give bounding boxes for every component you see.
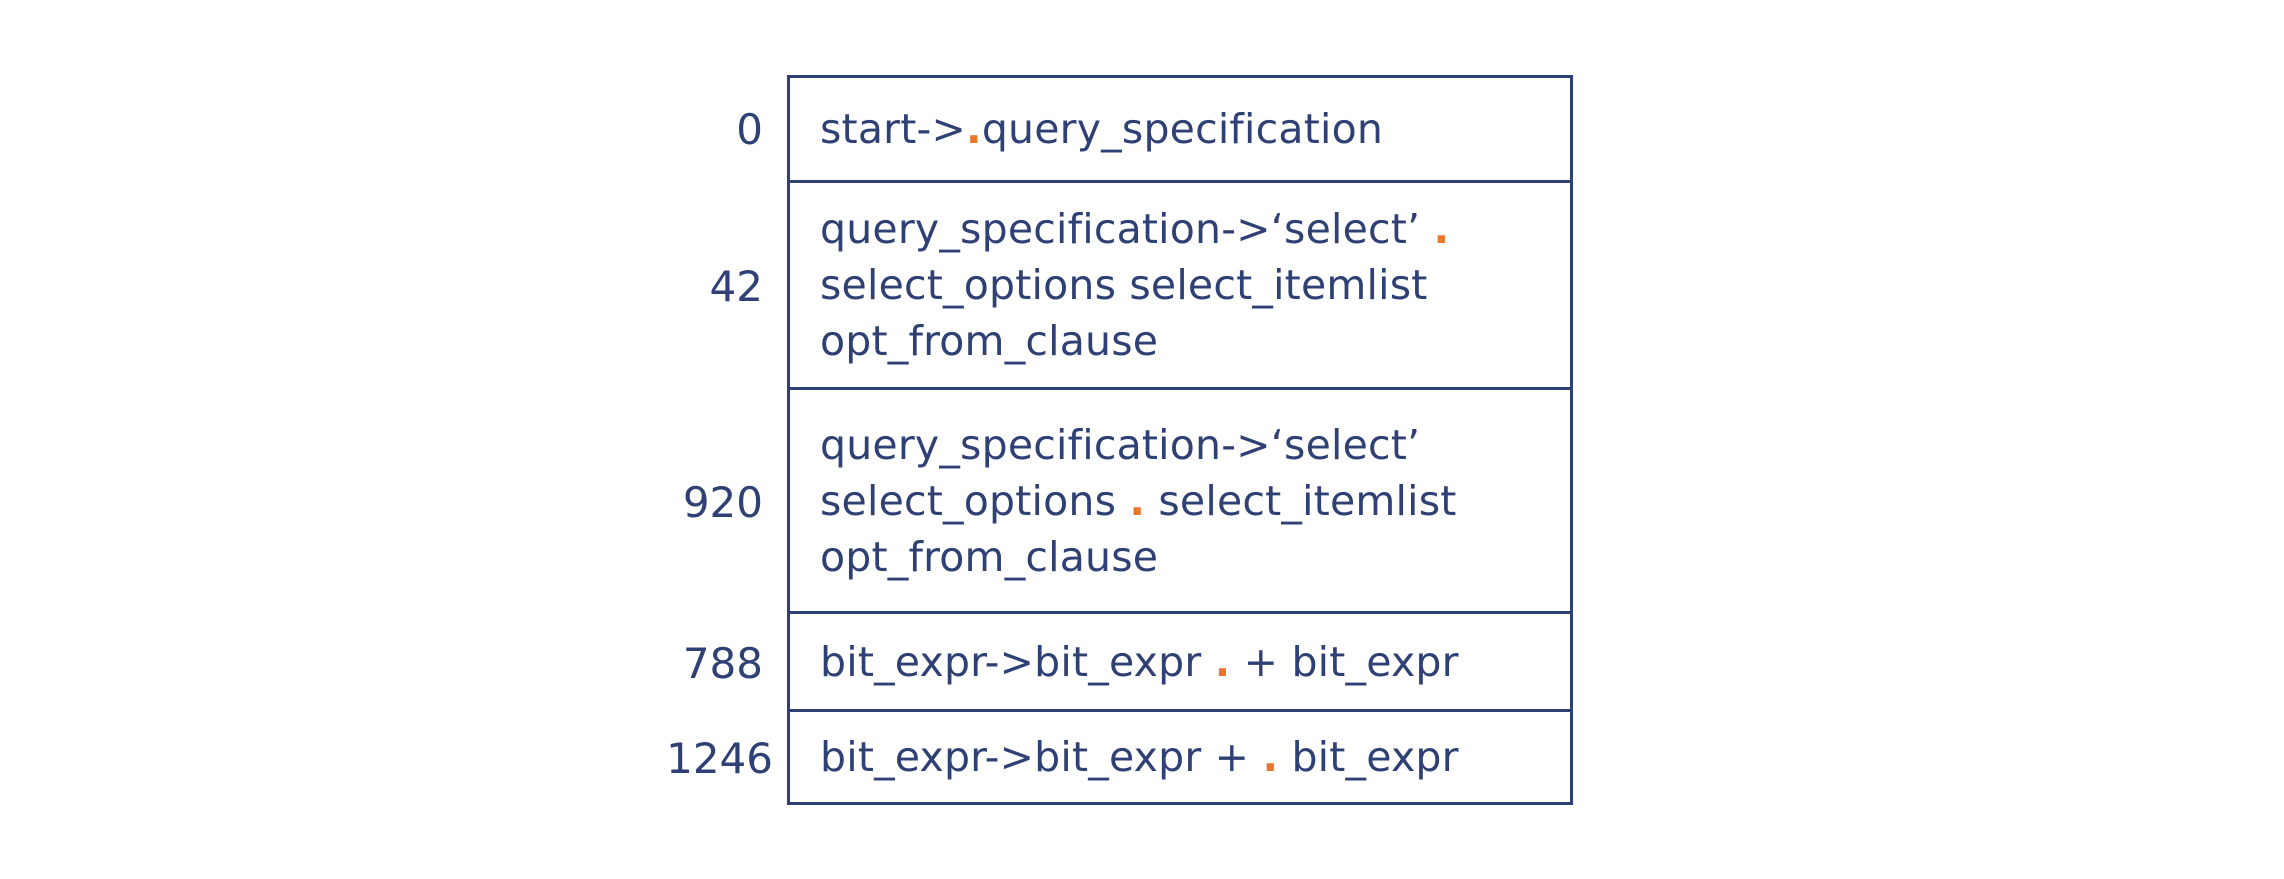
production-text-fragment: query_specification->‘select’ [820, 205, 1434, 253]
parser-dot-marker: . [1262, 733, 1279, 781]
production-text-fragment: query_specification->‘select’ select_opt… [820, 420, 1421, 525]
production-text-fragment: select_itemlist opt_from_clause [820, 476, 1457, 581]
production-text-fragment: select_options select_itemlist opt_from_… [820, 261, 1428, 365]
state-number-text: 0 [736, 104, 763, 154]
production-text-fragment: bit_expr->bit_expr [820, 637, 1215, 686]
state-number-label: 0 [487, 75, 775, 183]
table-row: bit_expr->bit_expr + . bit_expr [790, 712, 1570, 802]
state-number-label: 1246 [487, 712, 775, 805]
state-number-text: 788 [682, 638, 763, 688]
production-text-fragment: bit_expr [1278, 733, 1459, 781]
table-row: start->.query_specification [790, 78, 1570, 183]
state-number-label: 788 [487, 614, 775, 712]
production-item: bit_expr->bit_expr . + bit_expr [790, 634, 1473, 690]
production-item: start->.query_specification [790, 101, 1397, 157]
parser-dot-marker: . [966, 105, 982, 153]
state-number-text: 42 [709, 262, 763, 311]
table-row: bit_expr->bit_expr . + bit_expr [790, 614, 1570, 712]
state-number-label: 42 [487, 183, 775, 390]
production-text-fragment: + bit_expr [1230, 637, 1459, 686]
production-text-fragment: start-> [820, 105, 967, 153]
production-text-fragment: bit_expr->bit_expr + [820, 733, 1263, 781]
parser-dot-marker: . [1129, 476, 1146, 525]
production-item: bit_expr->bit_expr + . bit_expr [790, 729, 1473, 785]
table-row: query_specification->‘select’ . select_o… [790, 183, 1570, 390]
state-number-text: 1246 [666, 734, 773, 783]
item-table: start->.query_specification query_specif… [787, 75, 1573, 805]
state-number-text: 920 [682, 477, 763, 527]
parser-dot-marker: . [1214, 637, 1231, 686]
production-item: query_specification->‘select’ select_opt… [790, 417, 1471, 585]
production-item: query_specification->‘select’ . select_o… [790, 201, 1463, 369]
state-number-label: 920 [487, 390, 775, 614]
table-row: query_specification->‘select’ select_opt… [790, 390, 1570, 614]
parser-dot-marker: . [1433, 205, 1450, 253]
state-number-column: 0 42 920 788 1246 [487, 75, 775, 805]
production-text-fragment: query_specification [981, 105, 1384, 153]
